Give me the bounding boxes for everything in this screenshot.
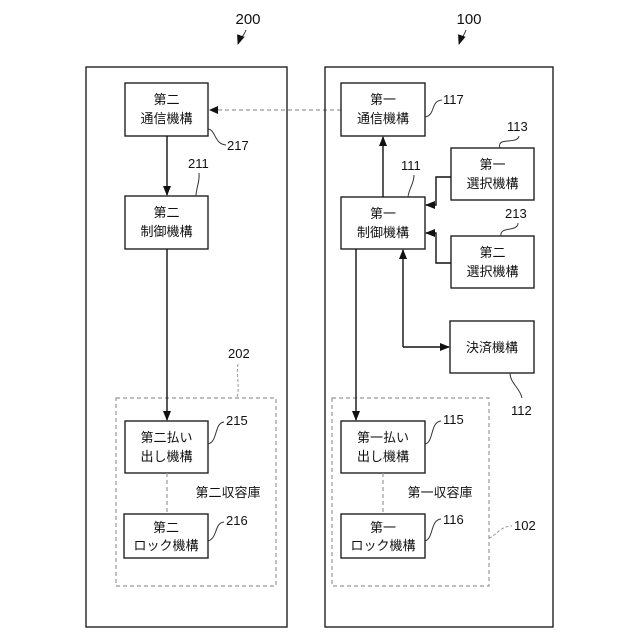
block-213-second-select: 第二 選択機構 (451, 236, 534, 288)
storage-202-ref: 202 (228, 346, 250, 361)
block-115-first-dispense: 第一払い 出し機構 (341, 421, 425, 473)
block-115-line1: 第一払い (357, 431, 409, 446)
ref-116-leader (425, 519, 441, 541)
ref-215-leader (208, 422, 224, 444)
storage-102-leader (489, 526, 512, 538)
ref-216: 216 (226, 513, 248, 528)
ref-111: 111 (401, 158, 421, 173)
system-100: 100 第一収容庫 102 第一 通信機構 117 第一 制御機構 111 第一… (325, 11, 553, 627)
ref-113-leader (500, 136, 520, 148)
ref-117: 117 (443, 92, 464, 107)
ref-115-leader (425, 421, 441, 444)
block-111-line2: 制御機構 (357, 226, 409, 241)
ref-112-leader (510, 373, 522, 398)
block-117-first-comm: 第一 通信機構 (341, 83, 425, 136)
link-117-to-217-arrowhead (209, 106, 218, 114)
storage-202-leader (237, 364, 238, 398)
block-211-line2: 制御機構 (140, 225, 192, 240)
block-117-line1: 第一 (370, 93, 396, 108)
system-200: 200 第二収容庫 202 第二 通信機構 217 第二 制御機構 211 第二… (86, 11, 287, 627)
block-213-line2: 選択機構 (466, 265, 518, 280)
block-216-line1: 第二 (153, 521, 179, 536)
ref-115: 115 (443, 412, 464, 427)
ref-217-leader (208, 129, 226, 145)
block-117-line2: 通信機構 (357, 112, 409, 127)
block-113-first-select: 第一 選択機構 (451, 148, 534, 200)
storage-102-label: 第一収容庫 (407, 485, 472, 501)
block-215-line1: 第二払い (140, 431, 192, 446)
ref-213: 213 (505, 206, 527, 221)
block-112-line1: 決済機構 (466, 340, 518, 356)
block-116-first-lock: 第一 ロック機構 (341, 514, 425, 558)
block-113-line2: 選択機構 (466, 177, 518, 192)
system-100-pointer (459, 30, 466, 44)
block-111-line1: 第一 (370, 207, 396, 222)
block-215-line2: 出し機構 (140, 450, 192, 465)
ref-215: 215 (226, 413, 248, 428)
block-216-line2: ロック機構 (133, 539, 198, 554)
ref-112: 112 (511, 403, 532, 418)
ref-116: 116 (443, 512, 464, 527)
block-213-line1: 第二 (479, 246, 505, 261)
block-216-second-lock: 第二 ロック機構 (124, 514, 208, 558)
system-200-ref: 200 (235, 11, 260, 28)
block-111-first-control: 第一 制御機構 (341, 197, 425, 249)
block-215-second-dispense: 第二払い 出し機構 (125, 421, 208, 473)
ref-211-leader (196, 173, 199, 196)
storage-102-ref: 102 (514, 518, 536, 533)
block-112-payment: 決済機構 (450, 321, 534, 373)
ref-113: 113 (507, 119, 528, 134)
arrow-113-to-111 (426, 177, 451, 205)
block-116-line2: ロック機構 (350, 539, 415, 554)
block-211-second-control: 第二 制御機構 (125, 196, 208, 249)
block-211-line1: 第二 (153, 206, 179, 221)
ref-216-leader (208, 522, 224, 541)
storage-202-label: 第二収容庫 (195, 485, 260, 501)
ref-111-leader (408, 175, 414, 197)
ref-213-leader (501, 223, 518, 236)
block-116-line1: 第一 (370, 521, 396, 536)
block-113-line1: 第一 (479, 158, 505, 173)
ref-217: 217 (227, 138, 249, 153)
ref-211: 211 (188, 156, 209, 171)
ref-117-leader (425, 100, 442, 117)
arrow-213-to-111 (426, 233, 451, 263)
block-115-line2: 出し機構 (357, 450, 409, 465)
system-200-pointer (238, 30, 246, 44)
block-217-second-comm: 第二 通信機構 (125, 83, 208, 136)
block-217-line1: 第二 (153, 93, 179, 108)
system-100-ref: 100 (456, 11, 481, 28)
block-217-line2: 通信機構 (140, 112, 192, 127)
